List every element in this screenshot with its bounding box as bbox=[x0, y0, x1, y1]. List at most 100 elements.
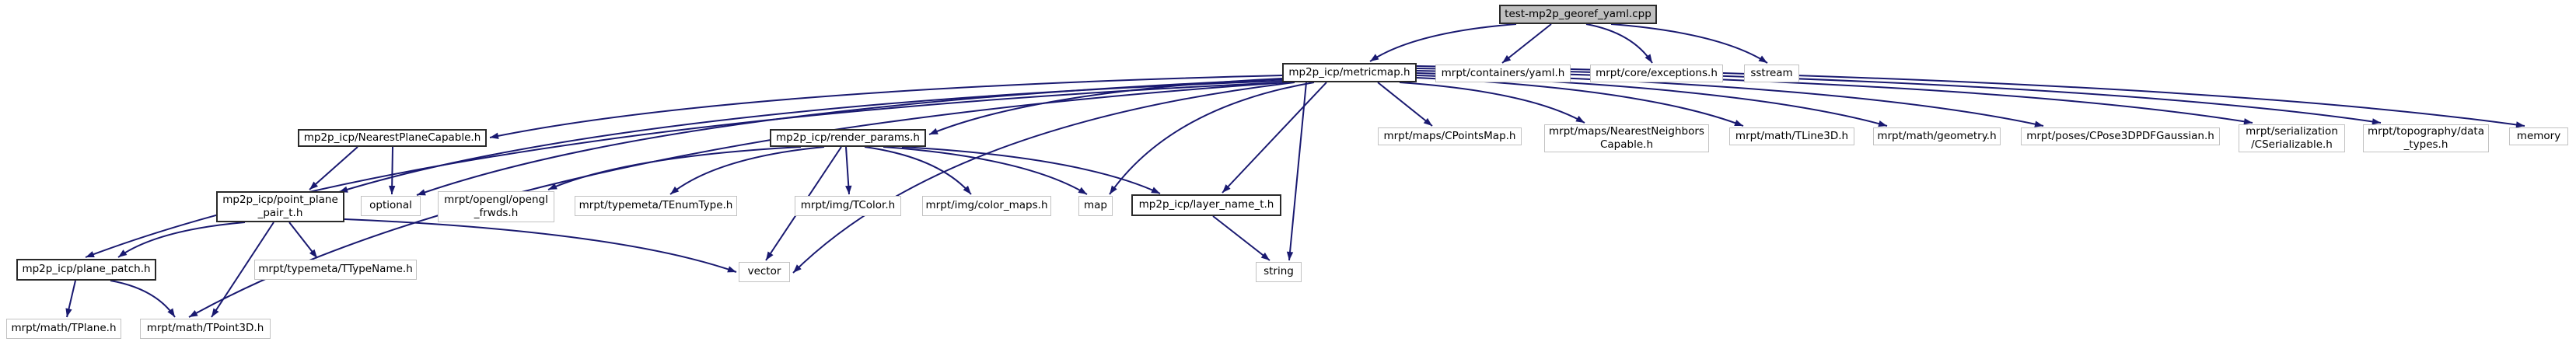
graph-node-label: mrpt/img/color_maps.h bbox=[925, 199, 1048, 212]
edge-metricmap-to-string bbox=[1288, 82, 1307, 261]
arrowhead-metricmap-to-map bbox=[1110, 185, 1117, 194]
edge-test-cpp-to-sstream bbox=[1610, 23, 1768, 64]
graph-node-optional[interactable]: optional bbox=[361, 196, 421, 216]
graph-node-cpointsmap[interactable]: mrpt/maps/CPointsMap.h bbox=[1378, 127, 1522, 145]
graph-node-label: mp2p_icp/render_params.h bbox=[776, 131, 920, 144]
graph-node-tpoint3d[interactable]: mrpt/math/TPoint3D.h bbox=[140, 319, 271, 339]
edge-renderparams-to-tenumtype bbox=[669, 146, 825, 195]
edge-renderparams-to-openglfrwds bbox=[547, 146, 802, 190]
graph-node-tenumtype[interactable]: mrpt/typemeta/TEnumType.h bbox=[575, 196, 737, 216]
arrowhead-metricmap-to-pointplane bbox=[339, 186, 348, 193]
graph-node-label: optional bbox=[369, 199, 412, 212]
graph-node-label: mrpt/img/TColor.h bbox=[800, 199, 896, 212]
graph-node-yaml[interactable]: mrpt/containers/yaml.h bbox=[1435, 65, 1571, 82]
arrowhead-renderparams-to-map bbox=[1078, 187, 1087, 194]
arrowhead-layername-to-string bbox=[1260, 252, 1270, 260]
graph-node-tline3d[interactable]: mrpt/math/TLine3D.h bbox=[1729, 127, 1854, 145]
graph-node-label: Capable.h bbox=[1599, 138, 1653, 151]
graph-node-label: mp2p_icp/plane_patch.h bbox=[22, 263, 151, 276]
graph-node-vector[interactable]: vector bbox=[739, 262, 790, 282]
graph-node-label: mrpt/maps/NearestNeighbors bbox=[1549, 124, 1704, 138]
arrowhead-metricmap-to-planepatch bbox=[86, 251, 95, 258]
graph-node-label: map bbox=[1084, 199, 1107, 212]
graph-node-test-cpp[interactable]: test-mp2p_georef_yaml.cpp bbox=[1499, 5, 1657, 24]
graph-node-label: memory bbox=[2516, 129, 2561, 142]
arrowhead-metricmap-to-string bbox=[1286, 251, 1294, 260]
graph-node-label: mrpt/typemeta/TTypeName.h bbox=[258, 263, 413, 276]
graph-node-colormaps[interactable]: mrpt/img/color_maps.h bbox=[922, 196, 1051, 216]
edge-metricmap-to-layername bbox=[1222, 82, 1327, 194]
graph-node-cserializable[interactable]: mrpt/serialization/CSerializable.h bbox=[2239, 124, 2345, 152]
edge-metricmap-to-cpointsmap bbox=[1377, 82, 1433, 127]
arrowhead-metricmap-to-cpointsmap bbox=[1423, 117, 1432, 126]
edge-planepatch-to-tpoint3d bbox=[110, 280, 176, 318]
arrowhead-renderparams-to-vector bbox=[766, 251, 774, 260]
graph-node-label: mp2p_icp/NearestPlaneCapable.h bbox=[303, 131, 481, 144]
edge-metricmap-to-nncapable bbox=[1399, 82, 1585, 124]
arrowhead-pointplane-to-ttypename bbox=[309, 249, 317, 258]
graph-node-nearestplane[interactable]: mp2p_icp/NearestPlaneCapable.h bbox=[298, 129, 487, 147]
graph-node-pointplane[interactable]: mp2p_icp/point_plane_pair_t.h bbox=[216, 191, 344, 222]
graph-node-label: _frwds.h bbox=[474, 207, 519, 219]
graph-node-label: _types.h bbox=[2403, 138, 2448, 151]
edge-renderparams-to-colormaps bbox=[864, 146, 972, 195]
graph-node-sstream[interactable]: sstream bbox=[1744, 65, 1799, 82]
arrowhead-test-cpp-to-sstream bbox=[1758, 55, 1767, 63]
graph-node-label: /CSerializable.h bbox=[2251, 138, 2333, 151]
arrowhead-metricmap-to-tpoint3d bbox=[189, 309, 198, 317]
edge-pointplane-to-tpoint3d bbox=[211, 222, 274, 318]
arrowhead-metricmap-to-geometry bbox=[1878, 120, 1887, 127]
edge-pointplane-to-vector bbox=[344, 218, 737, 273]
graph-node-label: vector bbox=[747, 265, 781, 278]
graph-node-tplane[interactable]: mrpt/math/TPlane.h bbox=[6, 319, 121, 339]
graph-node-label: mrpt/serialization bbox=[2246, 124, 2338, 138]
edge-metricmap-to-map bbox=[1109, 82, 1315, 195]
edge-metricmap-to-cserializable bbox=[1416, 70, 2253, 124]
arrowhead-planepatch-to-tpoint3d bbox=[167, 308, 175, 317]
arrowhead-renderparams-to-tcolor bbox=[845, 185, 852, 194]
arrowhead-metricmap-to-optional bbox=[417, 189, 426, 196]
graph-node-label: mrpt/topography/data bbox=[2368, 124, 2484, 138]
graph-node-layername[interactable]: mp2p_icp/layer_name_t.h bbox=[1131, 194, 1281, 216]
graph-node-renderparams[interactable]: mp2p_icp/render_params.h bbox=[770, 129, 926, 147]
edge-renderparams-to-map bbox=[883, 146, 1088, 195]
arrowhead-pointplane-to-tpoint3d bbox=[211, 308, 219, 317]
arrowhead-metricmap-to-layername bbox=[1222, 184, 1231, 193]
graph-node-label: mp2p_icp/point_plane bbox=[222, 193, 338, 206]
graph-node-tcolor[interactable]: mrpt/img/TColor.h bbox=[795, 196, 901, 216]
graph-node-map[interactable]: map bbox=[1078, 196, 1113, 216]
graph-node-cpose3dpdf[interactable]: mrpt/poses/CPose3DPDFGaussian.h bbox=[2021, 127, 2220, 145]
graph-node-metricmap[interactable]: mp2p_icp/metricmap.h bbox=[1282, 63, 1417, 82]
arrowhead-nearestplane-to-optional bbox=[388, 185, 396, 194]
arrowhead-metricmap-to-cserializable bbox=[2243, 118, 2253, 125]
graph-node-planepatch[interactable]: mp2p_icp/plane_patch.h bbox=[16, 259, 156, 281]
arrowhead-nearestplane-to-pointplane bbox=[309, 181, 319, 190]
graph-node-geometry[interactable]: mrpt/math/geometry.h bbox=[1873, 127, 2001, 145]
arrowhead-renderparams-to-openglfrwds bbox=[548, 183, 557, 190]
graph-node-memory[interactable]: memory bbox=[2509, 127, 2568, 145]
graph-node-openglfrwds[interactable]: mrpt/opengl/opengl_frwds.h bbox=[438, 191, 554, 222]
graph-node-ttypename[interactable]: mrpt/typemeta/TTypeName.h bbox=[254, 260, 417, 280]
arrowhead-pointplane-to-planepatch bbox=[118, 250, 128, 257]
graph-node-label: mrpt/math/TPlane.h bbox=[11, 322, 117, 335]
graph-node-string[interactable]: string bbox=[1256, 262, 1302, 282]
graph-node-label: string bbox=[1264, 265, 1294, 278]
arrowhead-test-cpp-to-metricmap bbox=[1370, 54, 1379, 61]
graph-node-label: mrpt/typemeta/TEnumType.h bbox=[578, 199, 733, 212]
graph-node-topography[interactable]: mrpt/topography/data_types.h bbox=[2363, 124, 2489, 152]
graph-node-label: mp2p_icp/layer_name_t.h bbox=[1138, 198, 1274, 211]
graph-node-label: mrpt/math/TLine3D.h bbox=[1735, 129, 1849, 142]
arrowhead-test-cpp-to-yaml bbox=[1502, 54, 1512, 63]
arrowhead-metricmap-to-tline3d bbox=[1734, 120, 1743, 126]
graph-node-label: mp2p_icp/metricmap.h bbox=[1288, 65, 1410, 79]
arrowhead-metricmap-to-vector bbox=[793, 264, 802, 273]
arrowhead-metricmap-to-topography bbox=[2372, 118, 2381, 125]
graph-node-label: mrpt/math/TPoint3D.h bbox=[146, 322, 264, 335]
graph-node-exceptions[interactable]: mrpt/core/exceptions.h bbox=[1590, 65, 1723, 82]
edge-metricmap-to-nearestplane bbox=[489, 75, 1283, 138]
arrowhead-metricmap-to-nncapable bbox=[1575, 115, 1585, 123]
graph-node-label: mrpt/poses/CPose3DPDFGaussian.h bbox=[2026, 129, 2214, 142]
